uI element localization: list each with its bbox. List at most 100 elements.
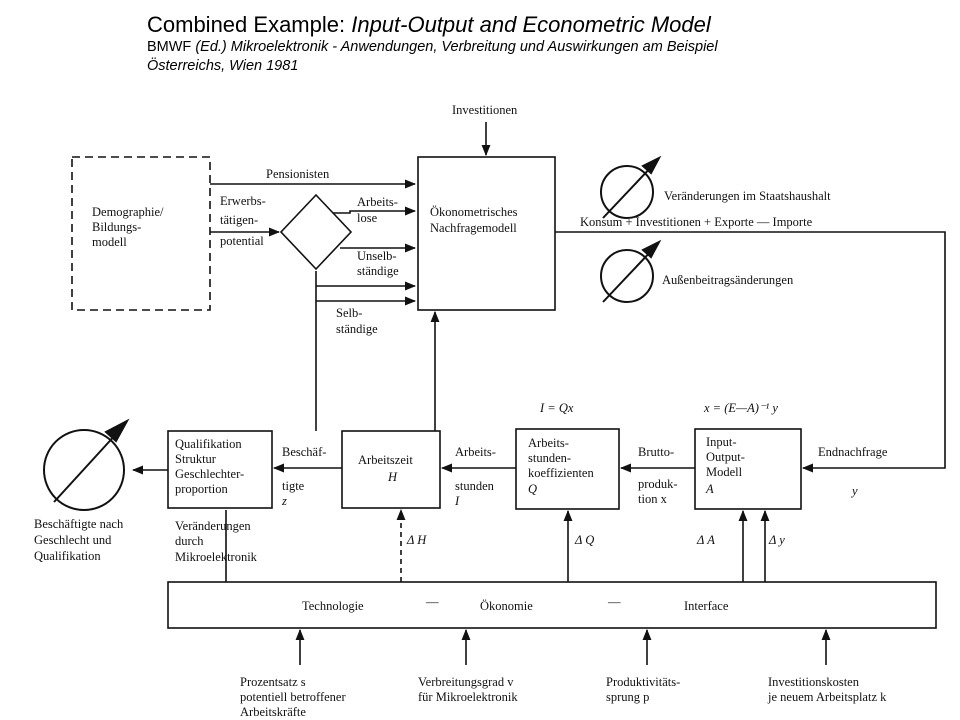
svg-text:Investitionskosten: Investitionskosten (768, 675, 860, 689)
staatshaushalt-label: Veränderungen im Staatshaushalt (664, 189, 831, 203)
svg-text:koeffizienten: koeffizienten (528, 466, 594, 480)
svg-text:tätigen-: tätigen- (220, 213, 258, 227)
svg-text:tigte: tigte (282, 479, 305, 493)
input-prozentsatz-label: Prozentsatz s potentiell betroffener Arb… (240, 675, 346, 719)
svg-text:Selb-: Selb- (336, 306, 362, 320)
svg-text:tion x: tion x (638, 492, 668, 506)
svg-text:durch: durch (175, 534, 204, 548)
svg-text:für Mikroelektronik: für Mikroelektronik (418, 690, 518, 704)
svg-text:proportion: proportion (175, 482, 229, 496)
bruttoproduktion-label: Brutto- produk- tion x (638, 445, 678, 506)
demographie-box (71, 156, 211, 311)
koeffizienten-box (515, 428, 620, 510)
delta-h-label: Δ H (406, 533, 427, 547)
erwerbspotential-label: Erwerbs- tätigen- potential (220, 194, 266, 248)
citation-italic: (Ed.) Mikroelektronik - Anwendungen, Ver… (195, 39, 718, 55)
citation-line-2: Österreichs, Wien 1981 (147, 58, 299, 74)
svg-text:Output-: Output- (706, 450, 745, 464)
svg-text:Arbeits-: Arbeits- (528, 436, 569, 450)
io-model-label: Input- Output- Modell A (705, 435, 745, 496)
svg-text:Demographie/: Demographie/ (92, 205, 164, 219)
citation-line-1: BMWF (Ed.) Mikroelektronik - Anwendungen… (147, 38, 718, 57)
technologie-bar (167, 581, 937, 629)
svg-text:—: — (607, 595, 621, 609)
delta-q-label: Δ Q (574, 533, 594, 547)
selbstaendige-label: Selb- ständige (336, 306, 378, 336)
endnachfrage-label: Endnachfrage y (818, 445, 888, 498)
svg-text:Interface: Interface (684, 599, 729, 613)
koeffizienten-label: Arbeits- stunden- koeffizienten Q (528, 436, 594, 496)
svg-text:Technologie: Technologie (302, 599, 364, 613)
svg-text:je neuem Arbeitsplatz k: je neuem Arbeitsplatz k (767, 690, 887, 704)
svg-text:sprung p: sprung p (606, 690, 649, 704)
svg-text:—: — (425, 595, 439, 609)
svg-text:Geschlechter-: Geschlechter- (175, 467, 244, 481)
svg-text:potential: potential (220, 234, 264, 248)
aussenbeitrag-label: Außenbeitragsänderungen (662, 273, 794, 287)
svg-text:modell: modell (92, 235, 127, 249)
svg-text:stunden: stunden (455, 479, 495, 493)
delta-y-label: Δ y (768, 533, 785, 547)
arbeitszeit-label: Arbeitszeit H (358, 453, 413, 484)
svg-text:Verbreitungsgrad v: Verbreitungsgrad v (418, 675, 514, 689)
svg-text:Beschäftigte nach: Beschäftigte nach (34, 517, 124, 531)
arbeitszeit-box (341, 430, 441, 509)
svg-text:Brutto-: Brutto- (638, 445, 674, 459)
svg-text:produk-: produk- (638, 477, 678, 491)
svg-text:Arbeitskräfte: Arbeitskräfte (240, 705, 306, 719)
aussenbeitrag-meter-icon (600, 239, 662, 303)
svg-text:Veränderungen: Veränderungen (175, 519, 251, 533)
svg-text:Produktivitäts-: Produktivitäts- (606, 675, 680, 689)
technologie-bar-label: Technologie — Ökonomie — Interface (302, 595, 729, 613)
beschaeftigte-z-label: Beschäf- tigte z (281, 445, 326, 508)
svg-text:Nachfragemodell: Nachfragemodell (430, 221, 517, 235)
input-produktivitaet-label: Produktivitäts- sprung p (606, 675, 680, 704)
oekonometrisch-label: Ökonometrisches Nachfragemodell (430, 205, 518, 235)
staatshaushalt-meter-icon (600, 155, 662, 219)
svg-text:Arbeits-: Arbeits- (455, 445, 496, 459)
svg-text:Arbeits-: Arbeits- (357, 195, 398, 209)
title-italic: Input-Output and Econometric Model (351, 12, 711, 37)
input-verbreitung-label: Verbreitungsgrad v für Mikroelektronik (418, 675, 518, 704)
pensionisten-label: Pensionisten (266, 167, 330, 181)
citation-plain: BMWF (147, 39, 196, 55)
svg-text:Bildungs-: Bildungs- (92, 220, 141, 234)
svg-text:A: A (705, 482, 714, 496)
svg-text:Arbeitszeit: Arbeitszeit (358, 453, 413, 467)
svg-text:Mikroelektronik: Mikroelektronik (175, 550, 258, 564)
svg-text:ständige: ständige (336, 322, 378, 336)
input-investitionskosten-label: Investitionskosten je neuem Arbeitsplatz… (767, 675, 887, 704)
delta-a-label: Δ A (696, 533, 715, 547)
svg-text:ständige: ständige (357, 264, 399, 278)
svg-text:Beschäf-: Beschäf- (282, 445, 326, 459)
unselbstaendige-label: Unselb- ständige (357, 249, 399, 278)
svg-text:Qualifikation: Qualifikation (175, 437, 242, 451)
svg-text:Endnachfrage: Endnachfrage (818, 445, 888, 459)
svg-text:Q: Q (528, 482, 537, 496)
leontief-equation: x = (E—A)⁻¹ y (703, 401, 778, 415)
svg-text:I: I (454, 494, 460, 508)
svg-text:stunden-: stunden- (528, 451, 571, 465)
title-plain: Combined Example: (147, 12, 352, 37)
slide-title: Combined Example: Input-Output and Econo… (147, 12, 718, 38)
svg-text:Qualifikation: Qualifikation (34, 549, 101, 563)
investitionen-label: Investitionen (452, 103, 518, 117)
svg-text:Modell: Modell (706, 465, 743, 479)
slide-title-block: Combined Example: Input-Output and Econo… (147, 12, 718, 76)
beschaeftigte-meter-icon (43, 418, 130, 511)
beschaeftigte-output-label: Beschäftigte nach Geschlecht und Qualifi… (34, 517, 124, 563)
svg-text:lose: lose (357, 211, 378, 225)
svg-text:z: z (281, 494, 287, 508)
svg-text:Prozentsatz s: Prozentsatz s (240, 675, 306, 689)
svg-text:potentiell betroffener: potentiell betroffener (240, 690, 346, 704)
svg-text:Geschlecht und: Geschlecht und (34, 533, 112, 547)
svg-text:Unselb-: Unselb- (357, 249, 397, 263)
oekonometrisch-box (417, 156, 556, 311)
io-model-box (694, 428, 802, 510)
labor-split-diamond (279, 193, 353, 271)
mikro-veraenderungen-label: Veränderungen durch Mikroelektronik (175, 519, 258, 564)
iqx-equation: I = Qx (539, 401, 574, 415)
arbeitslose-label: Arbeits- lose (357, 195, 398, 225)
svg-text:Ökonometrisches: Ökonometrisches (430, 205, 518, 219)
svg-text:H: H (387, 470, 398, 484)
